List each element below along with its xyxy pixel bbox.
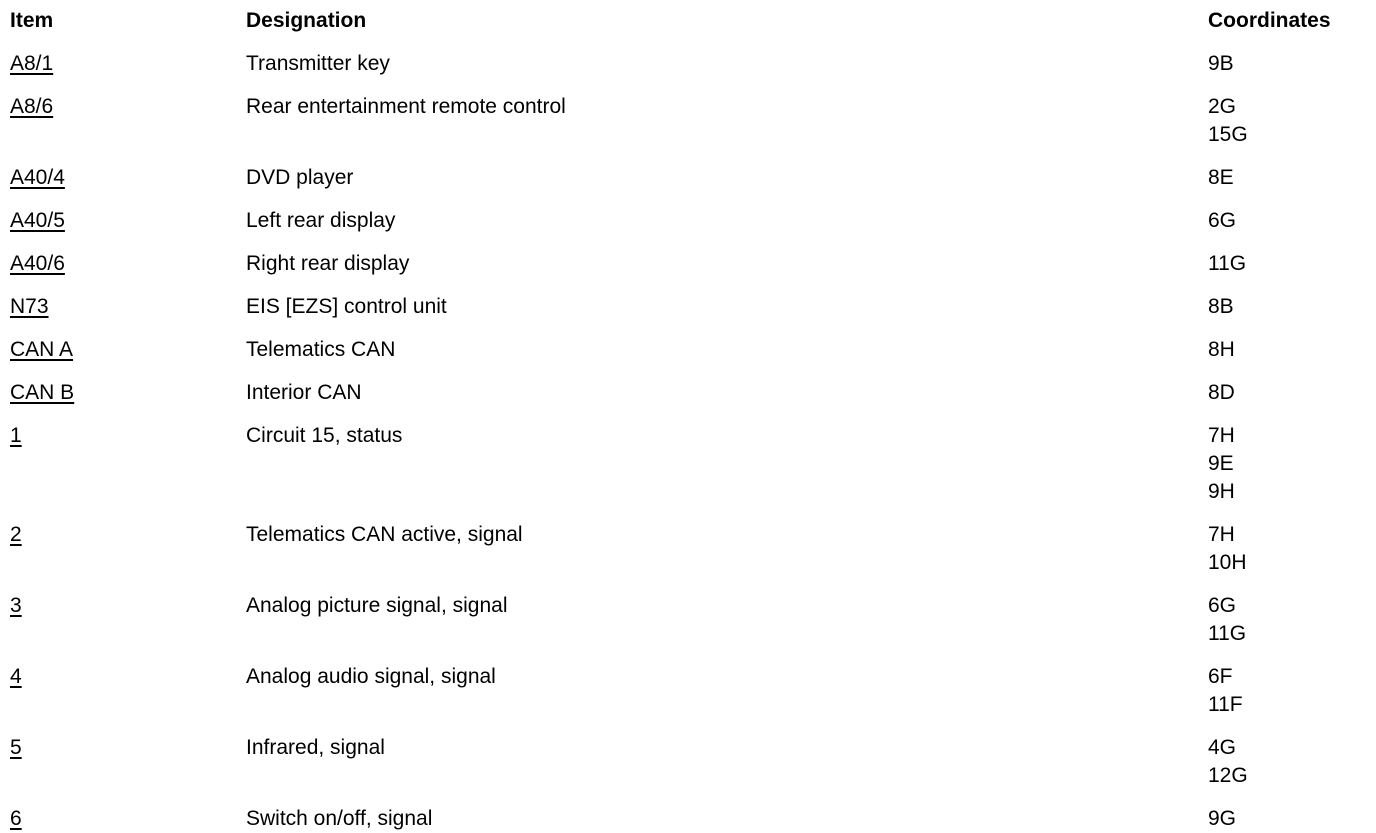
coordinate-value: 9B <box>1208 52 1234 75</box>
coordinate-value: 12G <box>1208 764 1248 787</box>
coordinate-value: 7H <box>1208 424 1235 447</box>
designation-text: Left rear display <box>246 209 396 232</box>
legend-table: Item Designation Coordinates A8/1 Transmi… <box>10 7 1376 833</box>
item-cell: 6 <box>10 805 246 833</box>
designation-text: Interior CAN <box>246 381 362 404</box>
designation-text: Rear entertainment remote control <box>246 95 566 118</box>
coordinate-value: 6G <box>1208 209 1237 232</box>
coordinate-value: 10H <box>1208 551 1247 574</box>
coordinate-value: 11F <box>1208 693 1243 716</box>
coordinate-value: 11G <box>1208 252 1247 275</box>
item-code-link[interactable]: 1 <box>10 424 22 447</box>
item-code-link[interactable]: A8/1 <box>10 52 54 75</box>
table-row: A40/6 Right rear display 11G <box>10 250 1376 278</box>
coordinate-value: 9H <box>1208 480 1235 503</box>
designation-text: Telematics CAN active, signal <box>246 523 523 546</box>
coordinate-value: 9G <box>1208 807 1237 830</box>
item-cell: 1 <box>10 422 246 450</box>
item-cell: 5 <box>10 734 246 762</box>
table-header-row: Item Designation Coordinates <box>10 7 1376 35</box>
table-row: 6 Switch on/off, signal 9G <box>10 805 1376 833</box>
item-cell: A40/4 <box>10 164 246 192</box>
designation-text: EIS [EZS] control unit <box>246 295 447 318</box>
column-header-item: Item <box>10 9 54 32</box>
coordinates-cell: 9G <box>1208 805 1376 833</box>
item-code-link[interactable]: 5 <box>10 736 22 759</box>
item-cell: N73 <box>10 293 246 321</box>
designation-text: Telematics CAN <box>246 338 396 361</box>
item-cell: 2 <box>10 521 246 549</box>
item-cell: A40/5 <box>10 207 246 235</box>
coordinate-value: 15G <box>1208 123 1248 146</box>
designation-text: Analog picture signal, signal <box>246 594 508 617</box>
column-header-designation: Designation <box>246 9 367 32</box>
coordinates-cell: 8H <box>1208 336 1376 364</box>
table-row: A40/4 DVD player 8E <box>10 164 1376 192</box>
coordinate-value: 6F <box>1208 665 1233 688</box>
table-row: A8/1 Transmitter key 9B <box>10 50 1376 78</box>
item-code-link[interactable]: CAN A <box>10 338 74 361</box>
table-row: CAN B Interior CAN 8D <box>10 379 1376 407</box>
table-body: A8/1 Transmitter key 9B A8/6 Rear entertainm… <box>10 50 1376 833</box>
coordinate-value: 4G <box>1208 736 1237 759</box>
designation-text: Switch on/off, signal <box>246 807 433 830</box>
coordinate-value: 8E <box>1208 166 1234 189</box>
coordinate-value: 2G <box>1208 95 1237 118</box>
designation-text: Analog audio signal, signal <box>246 665 496 688</box>
item-code-link[interactable]: A40/4 <box>10 166 65 189</box>
coordinates-cell: 6G <box>1208 207 1376 235</box>
table-row: N73 EIS [EZS] control unit 8B <box>10 293 1376 321</box>
item-cell: CAN A <box>10 336 246 364</box>
coordinate-value: 8H <box>1208 338 1235 361</box>
coordinate-value: 8D <box>1208 381 1235 404</box>
coordinates-cell: 11G <box>1208 250 1376 278</box>
coordinates-cell: 8D <box>1208 379 1376 407</box>
item-cell: A8/6 <box>10 93 246 121</box>
coordinate-value: 7H <box>1208 523 1235 546</box>
coordinate-value: 9E <box>1208 452 1234 475</box>
table-row: A40/5 Left rear display 6G <box>10 207 1376 235</box>
item-code-link[interactable]: 6 <box>10 807 22 830</box>
designation-text: Infrared, signal <box>246 736 385 759</box>
item-cell: CAN B <box>10 379 246 407</box>
designation-text: Transmitter key <box>246 52 390 75</box>
designation-text: Right rear display <box>246 252 410 275</box>
item-cell: 4 <box>10 663 246 691</box>
item-code-link[interactable]: N73 <box>10 295 49 318</box>
item-code-link[interactable]: 4 <box>10 665 22 688</box>
table-row: CAN A Telematics CAN 8H <box>10 336 1376 364</box>
item-cell: A40/6 <box>10 250 246 278</box>
coordinates-cell: 9B <box>1208 50 1376 78</box>
coordinate-value: 6G <box>1208 594 1237 617</box>
designation-text: Circuit 15, status <box>246 424 403 447</box>
item-code-link[interactable]: 2 <box>10 523 22 546</box>
item-code-link[interactable]: A8/6 <box>10 95 54 118</box>
coordinates-cell: 7H 9E 9H <box>1208 422 1376 506</box>
column-header-coordinates: Coordinates <box>1208 9 1331 32</box>
coordinates-cell: 8B <box>1208 293 1376 321</box>
item-code-link[interactable]: CAN B <box>10 381 75 404</box>
item-code-link[interactable]: 3 <box>10 594 22 617</box>
item-code-link[interactable]: A40/6 <box>10 252 65 275</box>
coordinate-value: 8B <box>1208 295 1234 318</box>
item-cell: A8/1 <box>10 50 246 78</box>
table-row: 1 Circuit 15, status 7H 9E 9H <box>10 422 1376 506</box>
coordinates-cell: 8E <box>1208 164 1376 192</box>
item-cell: 3 <box>10 592 246 620</box>
item-code-link[interactable]: A40/5 <box>10 209 65 232</box>
coordinate-value: 11G <box>1208 622 1247 645</box>
designation-text: DVD player <box>246 166 354 189</box>
